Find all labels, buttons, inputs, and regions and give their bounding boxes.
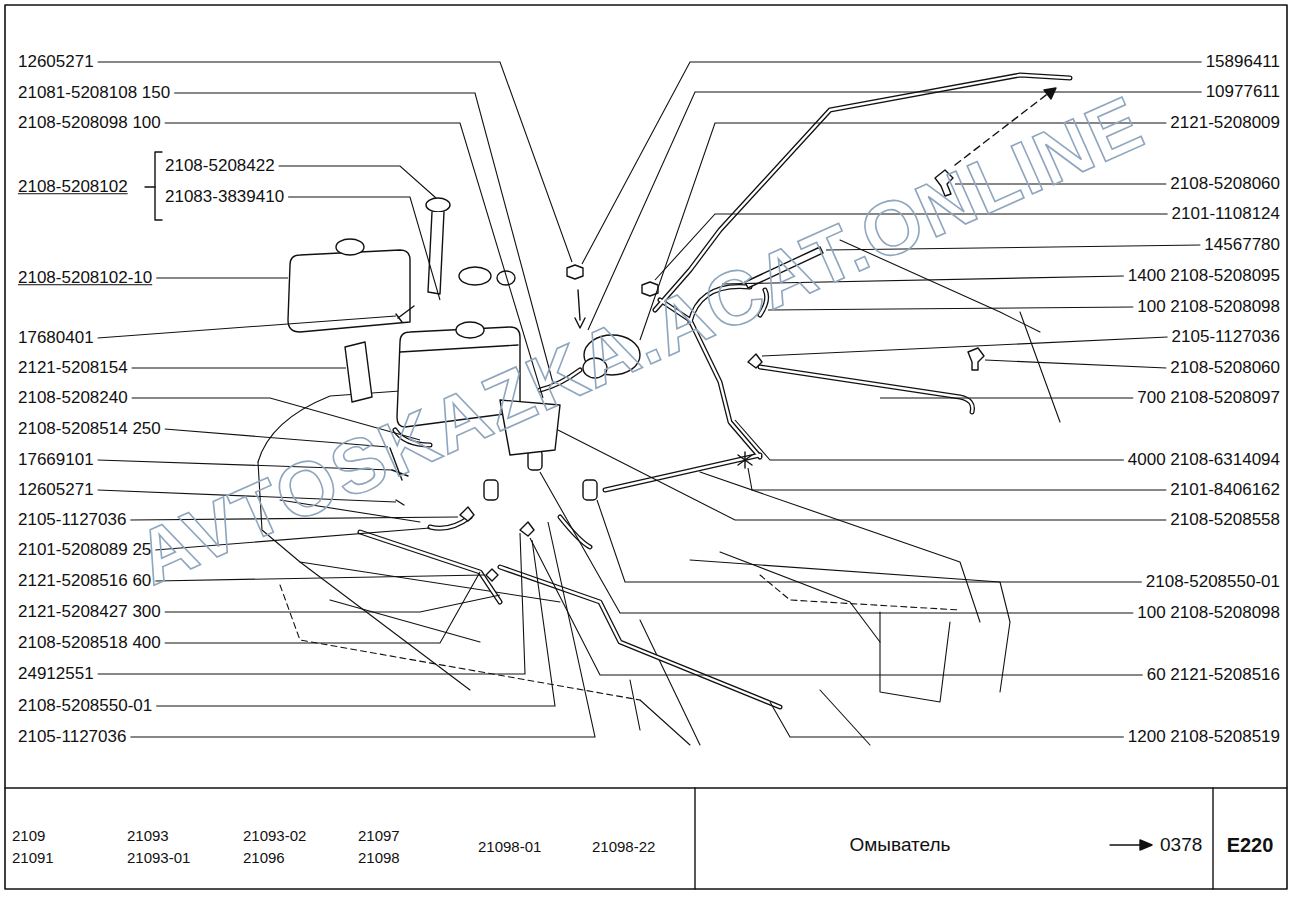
part-number: 2121-5208427 300	[18, 602, 161, 622]
part-number: 21083-3839410	[165, 187, 284, 207]
nozzle	[968, 348, 984, 370]
part-number: 2108-5208422	[165, 156, 275, 176]
leader-line	[165, 572, 480, 643]
frame	[5, 787, 1287, 788]
tank-cap	[456, 322, 484, 338]
part-number: 2101-1108124	[1172, 204, 1280, 224]
ref-arrow	[1140, 840, 1152, 850]
part-number: 100 2108-5208098	[1137, 603, 1280, 623]
direction-arrow	[1044, 88, 1056, 99]
part-number: 2108-5208102	[18, 177, 128, 197]
leader-line	[735, 420, 1124, 460]
leader-line	[770, 702, 1124, 737]
ring	[497, 271, 515, 285]
bracket	[145, 186, 155, 187]
part-number: 24912551	[18, 664, 94, 684]
leader-line	[748, 468, 1166, 490]
leader-line	[165, 123, 543, 398]
leader-line	[156, 277, 288, 278]
leader-line	[880, 397, 1133, 398]
part-number: 2108-5208514 250	[18, 419, 161, 439]
leader-line	[768, 307, 1133, 310]
part-number: 2108-5208060	[1170, 174, 1280, 194]
part-number: 2121-5208516 60	[18, 571, 151, 591]
part-number: 2105-1127036	[18, 510, 126, 530]
leader-line	[288, 197, 440, 300]
part-number: 17680401	[18, 328, 94, 348]
frame	[1212, 788, 1213, 889]
leader-line	[530, 538, 1143, 675]
page-ref: 0378	[1160, 834, 1202, 856]
part-number: 4000 2108-6314094	[1128, 450, 1280, 470]
part-number: 2108-5208518 400	[18, 633, 161, 653]
pump-unit	[484, 480, 498, 500]
clip	[738, 452, 752, 468]
part-number: 1400 2108-5208095	[1128, 266, 1280, 286]
filler-neck	[428, 212, 444, 294]
part-number: 12605271	[18, 52, 94, 72]
part-number: 2108-5208558	[1170, 510, 1280, 530]
part-number: 100 2108-5208098	[1137, 297, 1280, 317]
leader-line	[165, 595, 500, 612]
bracket	[155, 152, 162, 220]
model-cell: 21093-02	[243, 827, 306, 844]
part-number: 21081-5208108 150	[18, 83, 170, 103]
part-number: 700 2108-5208097	[1137, 388, 1280, 408]
leader-line	[597, 500, 1142, 582]
part-number: 2108-5208060	[1170, 358, 1280, 378]
leader-line	[985, 360, 1166, 368]
part-number: 60 2121-5208516	[1147, 665, 1280, 685]
tank	[400, 345, 518, 352]
model-cell: 21091	[12, 849, 54, 866]
part-number: 14567780	[1204, 235, 1280, 255]
model-cell: 21098-22	[592, 838, 655, 855]
frame	[5, 5, 1287, 889]
page-ref: E220	[1227, 834, 1274, 857]
model-cell: 21098-01	[478, 838, 541, 855]
leader-line	[279, 166, 436, 198]
diagram-title: Омыватель	[850, 834, 951, 856]
watermark: AVTOSKAZKA.ACAT.ONLINE	[124, 78, 1156, 602]
part-number: 12605271	[18, 480, 94, 500]
bracket-part	[345, 342, 372, 402]
leader-line	[540, 472, 1133, 613]
part-number: 2108-5208098 100	[18, 113, 161, 133]
part-number: 10977611	[1206, 82, 1280, 102]
part-number: 2105-1127036	[1172, 327, 1280, 347]
part-number: 2121-5208009	[1170, 113, 1280, 133]
cap	[459, 267, 491, 285]
model-cell: 21093	[127, 827, 169, 844]
model-cell: 21093-01	[127, 849, 190, 866]
filler-cap	[426, 198, 450, 212]
frame	[694, 788, 695, 889]
bolt	[396, 306, 414, 322]
leader-line	[132, 367, 346, 368]
part-number: 2108-5208240	[18, 388, 128, 408]
part-number: 17669101	[18, 450, 94, 470]
part-number: 2105-1127036	[18, 727, 126, 747]
pump-unit	[583, 480, 597, 500]
part-number: 2108-5208550-01	[1146, 572, 1280, 592]
leader-line	[762, 337, 1168, 356]
leader-line	[174, 93, 553, 383]
leader-line	[98, 316, 396, 338]
leader-line	[558, 430, 1166, 520]
model-cell: 21097	[358, 827, 400, 844]
part-number: 15896411	[1206, 52, 1280, 72]
part-number: 2121-5208154	[18, 358, 128, 378]
model-cell: 2109	[12, 827, 45, 844]
model-cell: 21098	[358, 849, 400, 866]
part-number: 2108-5208102-10	[18, 268, 152, 288]
part-number: 1200 2108-5208519	[1128, 727, 1280, 747]
part-number: 2101-5208089 25	[18, 540, 151, 560]
tank-cap	[336, 239, 364, 255]
part-number: 2108-5208550-01	[18, 696, 152, 716]
part-number: 2101-8406162	[1170, 480, 1280, 500]
model-cell: 21096	[243, 849, 285, 866]
